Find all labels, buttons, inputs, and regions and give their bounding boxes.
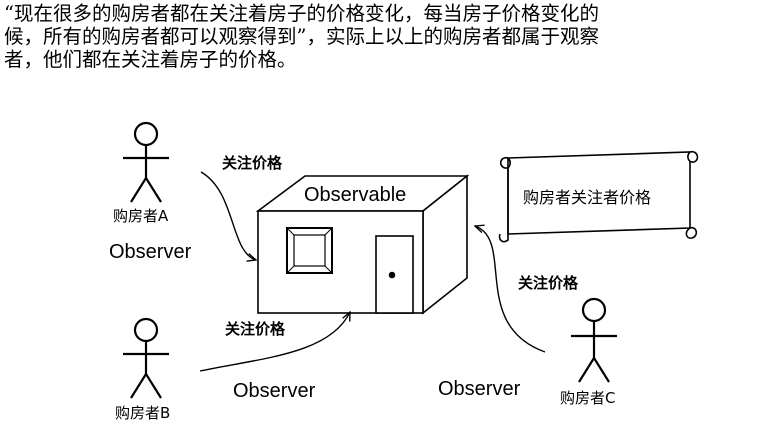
arrow-label-b: 关注价格 (225, 318, 285, 339)
stick-figure-c (571, 299, 617, 382)
arrow-label-c: 关注价格 (518, 272, 578, 293)
observer-label-a: Observer (109, 241, 191, 264)
arrow-label-a: 关注价格 (222, 152, 282, 173)
observer-label-b: Observer (233, 380, 315, 403)
window-inner (294, 235, 325, 266)
stick-figure-a (123, 123, 169, 202)
observer-label-c: Observer (438, 378, 520, 401)
observable-label: Observable (304, 184, 406, 207)
scroll-text: 购房者关注者价格 (523, 184, 651, 208)
door-knob (390, 273, 395, 278)
stick-figure-b (123, 319, 169, 398)
arrow-a-to-observable (201, 172, 256, 260)
actor-name-b: 购房者B (115, 402, 170, 423)
actor-name-c: 购房者C (560, 387, 615, 408)
actor-name-a: 购房者A (113, 205, 168, 226)
